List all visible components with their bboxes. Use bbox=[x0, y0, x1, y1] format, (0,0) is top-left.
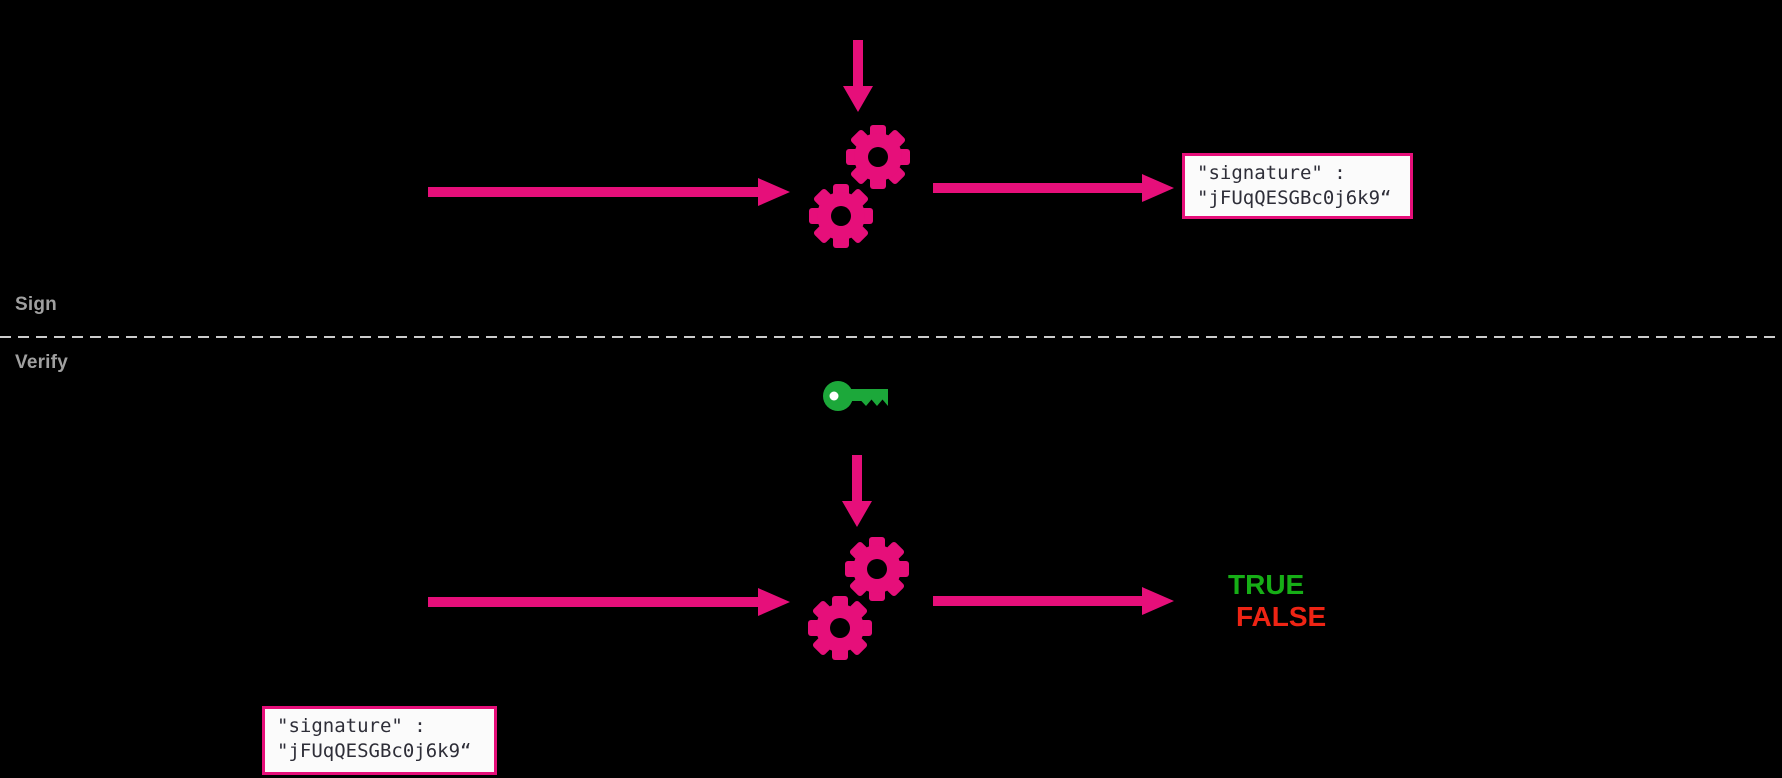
sign-input-arrow bbox=[428, 178, 790, 206]
arrow-shaft bbox=[428, 187, 758, 197]
key-icon bbox=[823, 381, 888, 411]
signature-line2: "jFUqQESGBc0j6k9“ bbox=[1197, 187, 1392, 209]
sign-secret-down-arrow bbox=[843, 40, 873, 112]
arrow-head-icon bbox=[1142, 587, 1174, 615]
signature-output-box: "signature" : "jFUqQESGBc0j6k9“ bbox=[1182, 153, 1413, 219]
verify-key-down-arrow bbox=[842, 455, 872, 527]
signature-line2: "jFUqQESGBc0j6k9“ bbox=[277, 740, 472, 762]
signature-line1: "signature" : bbox=[277, 715, 426, 737]
arrow-head-icon bbox=[758, 588, 790, 616]
false-result: FALSE bbox=[1236, 601, 1327, 632]
arrow-shaft bbox=[933, 596, 1142, 606]
true-result: TRUE bbox=[1228, 569, 1305, 600]
verify-label: Verify bbox=[15, 352, 68, 373]
sign-output-arrow bbox=[933, 174, 1174, 202]
arrow-head-icon bbox=[842, 501, 872, 527]
verify-input-arrow bbox=[428, 588, 790, 616]
arrow-shaft bbox=[853, 40, 863, 86]
arrow-head-icon bbox=[758, 178, 790, 206]
signature-input-box: "signature" : "jFUqQESGBc0j6k9“ bbox=[262, 706, 497, 775]
gears-icon bbox=[808, 537, 909, 660]
verify-output-arrow bbox=[933, 587, 1174, 615]
signature-line1: "signature" : bbox=[1197, 162, 1346, 184]
arrow-shaft bbox=[933, 183, 1142, 193]
arrow-head-icon bbox=[1142, 174, 1174, 202]
sign-label: Sign bbox=[15, 294, 57, 315]
arrow-shaft bbox=[852, 455, 862, 501]
arrow-shaft bbox=[428, 597, 758, 607]
section-divider bbox=[0, 336, 1782, 338]
gears-icon bbox=[809, 125, 910, 248]
arrow-head-icon bbox=[843, 86, 873, 112]
